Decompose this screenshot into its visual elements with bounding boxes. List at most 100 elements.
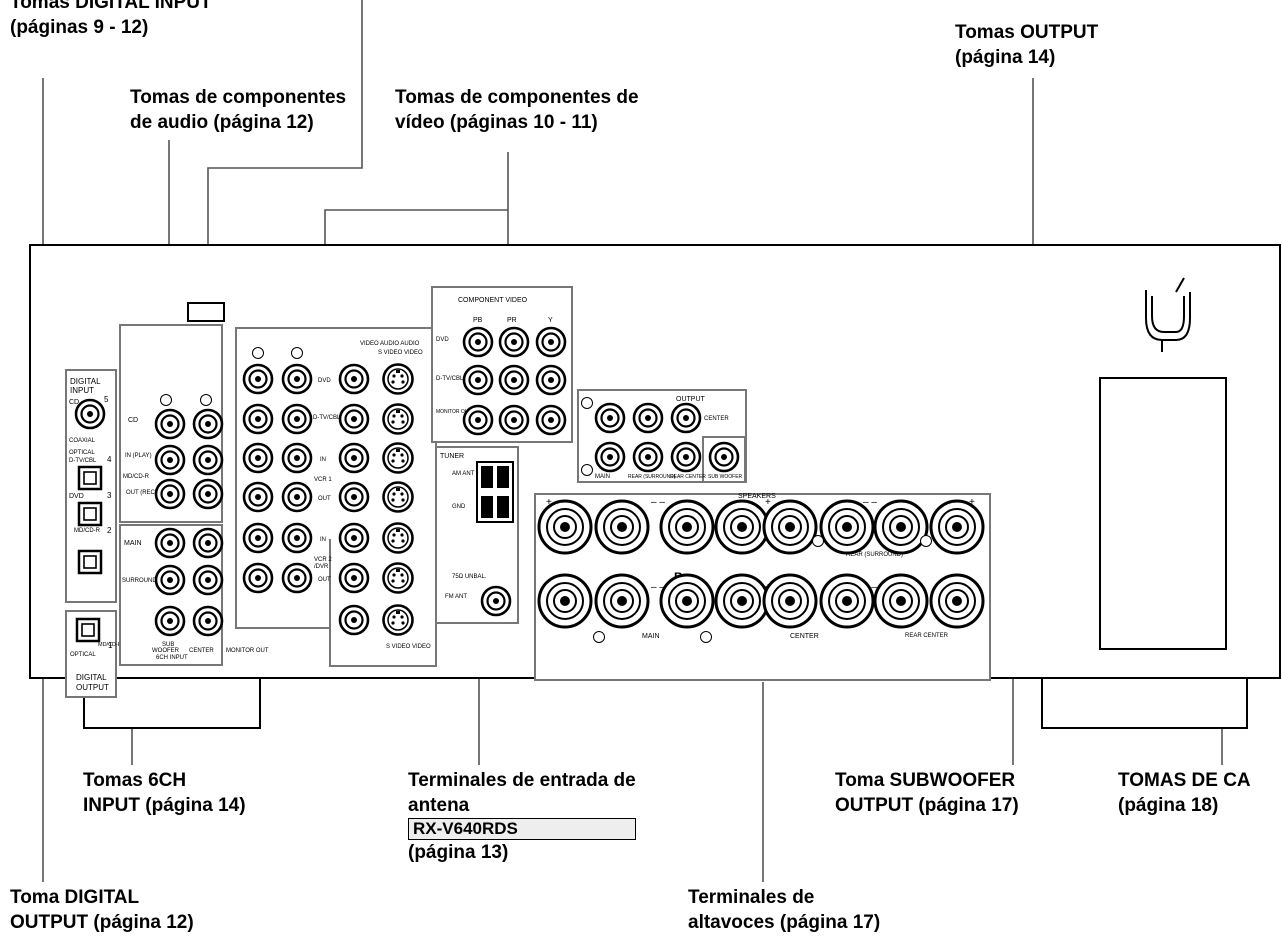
component-mon-pr-jack[interactable] [498, 404, 530, 436]
vcr2-in-video-jack[interactable] [338, 522, 370, 554]
monitor-out-svideo-jack[interactable] [382, 604, 414, 636]
component-pr-label: PR [507, 317, 517, 324]
audio-md-in-l-jack[interactable] [192, 444, 224, 476]
dvd-video-jack[interactable] [338, 363, 370, 395]
vcr1-in-l-jack[interactable] [281, 442, 313, 474]
callout-speakers: Terminales de altavoces (página 17) [688, 885, 880, 935]
optical-out-jack[interactable] [75, 617, 101, 643]
vcr2-out-l-jack[interactable] [281, 562, 313, 594]
audio-md-out-r-jack[interactable] [154, 478, 186, 510]
dtv-video-jack[interactable] [338, 403, 370, 435]
callout-audio-line2: de audio (página 12) [130, 112, 314, 133]
dtv-audio-r-jack[interactable] [242, 403, 274, 435]
di-n2: 2 [107, 526, 112, 535]
av-svideo-top-label: S VIDEO VIDEO [378, 350, 423, 356]
component-dtv-pr-jack[interactable] [498, 364, 530, 396]
out-main-r-jack[interactable] [594, 402, 626, 434]
dvd-audio-l-jack[interactable] [281, 363, 313, 395]
vcr2-in-svideo-jack[interactable] [382, 522, 414, 554]
6ch-main-l-jack[interactable] [192, 527, 224, 559]
spk-a-5[interactable] [762, 499, 818, 555]
ac-outlet-box [1099, 377, 1227, 650]
spk-a-2[interactable] [594, 499, 650, 555]
vcr2-in-r-jack[interactable] [242, 522, 274, 554]
output-rear-center-label: REAR CENTER [670, 474, 706, 480]
6ch-center-jack[interactable] [192, 605, 224, 637]
audio-md-out-l-jack[interactable] [192, 478, 224, 510]
speakers-rear-surround-label: REAR (SURROUND) [846, 552, 903, 558]
dtv-audio-l-jack[interactable] [281, 403, 313, 435]
spk-b-3[interactable] [659, 573, 715, 629]
audio-md-in-r-jack[interactable] [154, 444, 186, 476]
component-title: COMPONENT VIDEO [458, 297, 528, 304]
spk-b-1[interactable] [537, 573, 593, 629]
out-center-jack[interactable] [670, 402, 702, 434]
6ch-surround-l-jack[interactable] [192, 564, 224, 596]
component-dvd-y-jack[interactable] [535, 326, 567, 358]
av-video-audio-label: VIDEO AUDIO AUDIO [360, 341, 420, 347]
dtv-svideo-jack[interactable] [382, 403, 414, 435]
out-rear-r-jack[interactable] [594, 441, 626, 473]
audio-component-section: CD IN (PLAY) MD/CD-R OUT (REC) [119, 324, 224, 523]
spk-b-2[interactable] [594, 573, 650, 629]
monitor-out-video-jack[interactable] [338, 604, 370, 636]
component-dvd-pb-jack[interactable] [462, 326, 494, 358]
6ch-surround-r-jack[interactable] [154, 564, 186, 596]
spk-b-8[interactable] [929, 573, 985, 629]
callout-speakers-line2: altavoces (página 17) [688, 912, 881, 933]
out-rear-center-jack[interactable] [670, 441, 702, 473]
spk-b-6[interactable] [819, 573, 875, 629]
audio-cd-l-jack[interactable] [192, 408, 224, 440]
vcr2-out-svideo-jack[interactable] [382, 562, 414, 594]
spk-a-4[interactable] [714, 499, 770, 555]
spk-b-4[interactable] [714, 573, 770, 629]
audio-cd-r-jack[interactable] [154, 408, 186, 440]
component-mon-pb-jack[interactable] [462, 404, 494, 436]
dvd-audio-r-jack[interactable] [242, 363, 274, 395]
vcr1-out-r-jack[interactable] [242, 481, 274, 513]
spk-a-6[interactable] [819, 499, 875, 555]
out-main-l-jack[interactable] [632, 402, 664, 434]
optical-md-jack[interactable] [77, 549, 103, 575]
vcr1-out-video-jack[interactable] [338, 481, 370, 513]
6ch-main-r-jack[interactable] [154, 527, 186, 559]
callout-output: Tomas OUTPUT (página 14) [955, 20, 1098, 70]
spk-b-5[interactable] [762, 573, 818, 629]
di-md-label: MD/CD-R [74, 528, 101, 534]
callout-output-line1: Tomas OUTPUT [955, 22, 1099, 43]
digital-output-section: MD/CD-R 1 OPTICAL DIGITAL OUTPUT [65, 610, 122, 698]
av-dvd-label: DVD [318, 378, 331, 384]
vcr1-in-svideo-jack[interactable] [382, 442, 414, 474]
component-dtv-pb-jack[interactable] [462, 364, 494, 396]
vcr1-out-l-jack[interactable] [281, 481, 313, 513]
callout-digital-input-line1: Tomas DIGITAL INPUT [10, 0, 212, 13]
spk-a-7[interactable] [873, 499, 929, 555]
vcr1-in-r-jack[interactable] [242, 442, 274, 474]
vcr2-in-l-jack[interactable] [281, 522, 313, 554]
output-center-label: CENTER [704, 416, 729, 422]
vcr1-in-video-jack[interactable] [338, 442, 370, 474]
av-input-section: VIDEO AUDIO AUDIO S VIDEO VIDEO DVD D-TV… [235, 327, 437, 667]
optical-dtv-jack[interactable] [77, 465, 103, 491]
spk-a-8[interactable] [929, 499, 985, 555]
vcr1-out-svideo-jack[interactable] [382, 481, 414, 513]
component-dtv-y-jack[interactable] [535, 364, 567, 396]
component-mon-y-jack[interactable] [535, 404, 567, 436]
vcr2-out-video-jack[interactable] [338, 562, 370, 594]
dvd-svideo-jack[interactable] [382, 363, 414, 395]
callout-6ch-line2: INPUT (página 14) [83, 795, 246, 816]
spk-a-1[interactable] [537, 499, 593, 555]
callout-6ch-line1: Tomas 6CH [83, 770, 187, 791]
subwoofer-out-jack[interactable] [708, 441, 740, 473]
spk-a-3[interactable] [659, 499, 715, 555]
vcr2-out-r-jack[interactable] [242, 562, 274, 594]
fm-antenna-jack[interactable] [480, 585, 512, 617]
tuner-am-label: AM ANT [452, 471, 475, 477]
out-rear-l-jack[interactable] [632, 441, 664, 473]
spk-b-7[interactable] [873, 573, 929, 629]
component-dvd-pr-jack[interactable] [498, 326, 530, 358]
optical-dvd-jack[interactable] [77, 501, 103, 527]
coaxial-cd-jack[interactable] [74, 398, 106, 430]
6ch-sub-jack[interactable] [154, 605, 186, 637]
output-sub-woofer-label: SUB WOOFER [708, 474, 743, 480]
